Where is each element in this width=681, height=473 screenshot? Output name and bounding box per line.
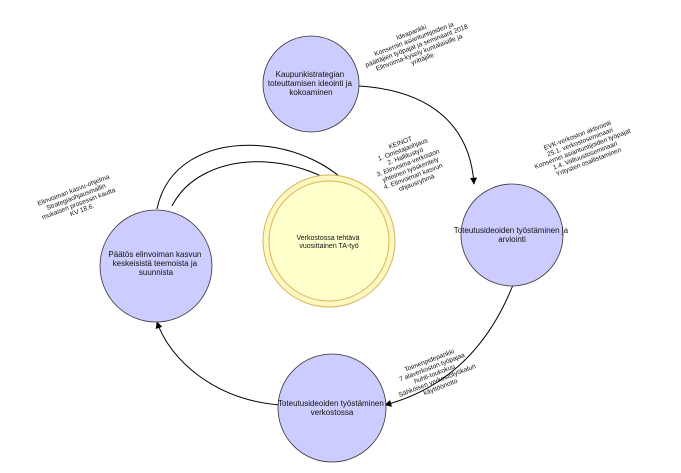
node-decision-circle [99,209,213,323]
note-evaluation: EVK-verkoston aktivointi 25.1. verkostos… [529,114,639,185]
node-ideation-line-3: kokoaminen [289,88,332,97]
node-network-work-circle [277,353,387,463]
node-evaluation: Toteutusideoiden työstäminen ja arvioint… [454,183,571,287]
node-decision-line-2: keskeisistä teemoista ja [113,259,198,268]
node-ideation-line-2: toteuttamisen ideointi ja [268,79,353,88]
node-evaluation-circle [460,183,564,287]
node-decision: Päätös elinvoiman kasvun keskeisistä tee… [99,209,213,323]
node-center-line-2: vuosittainen TA-työ [299,243,358,250]
node-network-work-line-2: verkostossa [311,408,354,417]
node-ideation-circle [262,35,360,133]
node-ideation: Kaupunkistrategian toteuttamisen ideoint… [262,35,360,133]
node-evaluation-line-1: Toteutusideoiden työstäminen ja [454,226,569,235]
note-keinot: KEINOT 1. Omistajaohjaus 2. Hallitustyö … [368,127,450,198]
node-network-work-line-1: Toteutusideoiden työstäminen [278,399,384,408]
node-decision-line-3: suunnista [139,268,174,277]
arrow-network-to-decision [155,321,281,406]
node-evaluation-label: Toteutusideoiden työstäminen ja arvioint… [454,226,571,244]
node-decision-line-1: Päätös elinvoiman kasvun [108,250,201,259]
arrow-evaluation-to-network [384,284,514,407]
node-center-line-1: Verkostossa tehtävä [297,235,360,242]
node-network-work: Toteutusideoiden työstäminen verkostossa [277,353,387,463]
arrow-ideation-to-evaluation [357,85,478,185]
node-center-inner-circle [268,180,390,302]
node-center: Verkostossa tehtävä vuosittainen TA-työ [262,174,396,308]
node-evaluation-line-2: arviointi [498,235,526,244]
node-network-work-label: Toteutusideoiden työstäminen verkostossa [278,399,386,417]
node-decision-label: Päätös elinvoiman kasvun keskeisistä tee… [108,250,203,277]
node-center-label: Verkostossa tehtävä vuosittainen TA-työ [297,235,362,250]
node-ideation-label: Kaupunkistrategian toteuttamisen ideoint… [268,70,354,97]
note-decision: Elinvoiman kasvu-ohjelma Strategiaohjaus… [36,173,121,228]
note-network-work: Toimenpidepankki 7 alaverkoston työpajaa… [390,342,481,406]
node-ideation-line-1: Kaupunkistrategian [276,70,345,79]
note-ideation: Ideapankki Konsernin asiantuntijoiden ja… [359,9,476,82]
